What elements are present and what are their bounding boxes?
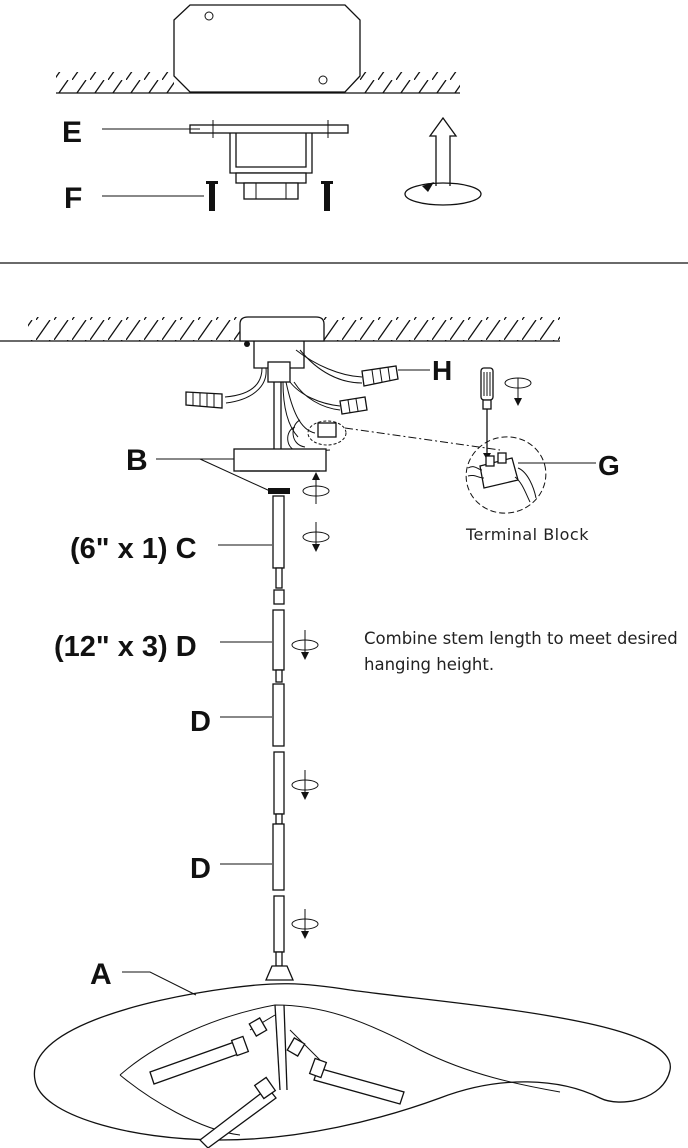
wire-nut-left (185, 391, 223, 409)
wire-nut-right (361, 365, 399, 387)
label-g: G (598, 450, 620, 481)
top-panel: E F (56, 4, 482, 215)
screw-left (206, 181, 218, 211)
ceiling-hatch-right (360, 72, 460, 93)
canopy-cover (233, 448, 327, 472)
screwdriver-icon (480, 367, 494, 460)
terminal-block-small (287, 419, 347, 453)
label-e: E (62, 116, 82, 149)
rotate-arrow-icon-2 (302, 522, 330, 552)
stem-d2 (272, 683, 285, 825)
wire-nut-middle (339, 396, 368, 415)
note-line-2: hanging height. (364, 655, 494, 674)
rotate-arrow-icon (504, 377, 532, 406)
mounting-bracket (189, 120, 349, 200)
label-d1: (12" x 3) D (54, 631, 197, 663)
label-h: H (432, 355, 452, 386)
rotate-up-arrow-icon (404, 116, 482, 206)
stem-d3 (272, 823, 285, 967)
note-line-1: Combine stem length to meet desired (364, 629, 678, 648)
screw-right (321, 181, 333, 211)
ceiling-hatch-left (56, 72, 174, 93)
label-d3: D (190, 853, 211, 885)
wires (224, 349, 363, 438)
stem-d1 (272, 589, 285, 683)
label-d2: D (190, 706, 211, 738)
ceiling-canopy (239, 316, 325, 342)
terminal-block-caption: Terminal Block (465, 525, 589, 544)
light-fixture (33, 965, 671, 1148)
label-a: A (90, 958, 112, 991)
rotate-arrow-icon-1 (302, 472, 330, 504)
rotate-arrow-icon-4 (291, 770, 319, 800)
label-c: (6" x 1) C (70, 533, 197, 565)
label-b: B (126, 444, 148, 477)
stem-c (272, 495, 285, 589)
terminal-block-detail (465, 436, 596, 514)
label-f: F (64, 182, 82, 215)
main-panel: H (0, 316, 678, 1148)
rotate-arrow-icon-3 (291, 630, 319, 660)
rotate-arrow-icon-5 (291, 909, 319, 939)
junction-box (173, 4, 361, 93)
